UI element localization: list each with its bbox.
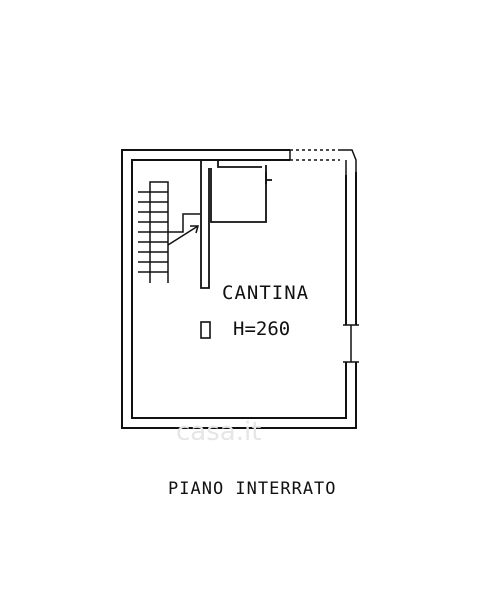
outer-walls (121, 149, 357, 429)
watermark: casa.it (176, 417, 261, 447)
room-name-label: CANTINA (222, 282, 310, 304)
staircase (138, 181, 200, 283)
window-right (343, 324, 359, 363)
partitions (200, 160, 272, 289)
floor-title: PIANO INTERRATO (168, 479, 337, 499)
pillar-symbol (200, 321, 211, 339)
door-top-right (289, 149, 357, 175)
room-height-label: H=260 (233, 318, 291, 340)
